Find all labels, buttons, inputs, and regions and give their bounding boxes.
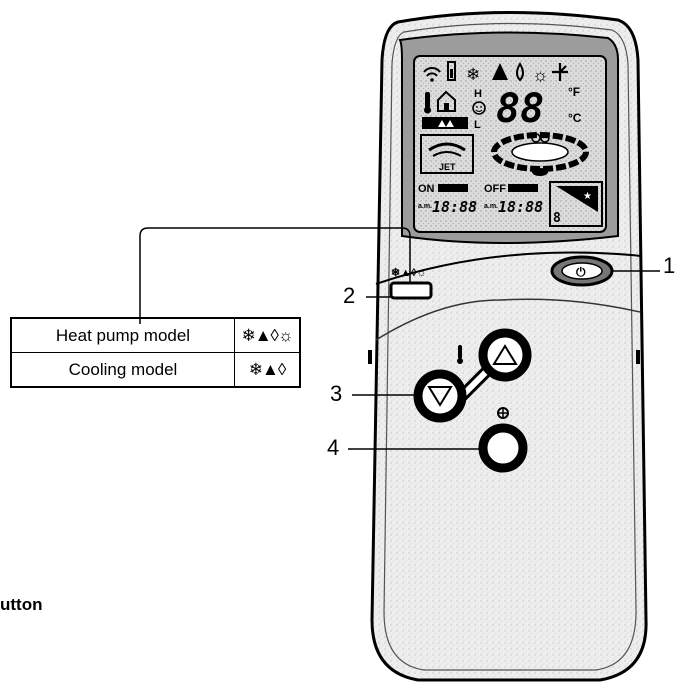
- model-mode-table: Heat pump model ❄▲◊☼ Cooling model ❄▲◊: [10, 317, 301, 388]
- mode-symbols-label: ❄▲◊☼: [391, 267, 427, 279]
- temperature-digits: 88: [496, 86, 544, 132]
- off-time: 18:88: [498, 198, 543, 216]
- table-row: Cooling model ❄▲◊: [10, 352, 301, 388]
- on-time: 18:88: [432, 198, 477, 216]
- temp-down-button[interactable]: [413, 369, 467, 423]
- lcd-left-icons: [422, 90, 468, 129]
- lcd-icon-row: ❄ ☼: [423, 61, 568, 85]
- leader-lines: [139, 227, 660, 450]
- callout-2: 2: [343, 283, 356, 308]
- hi-label: H: [474, 88, 482, 100]
- jet-label: JET: [439, 162, 456, 172]
- power-icon: ⏻: [576, 265, 586, 279]
- callout-1: 1: [663, 253, 675, 278]
- auto-mode-icon: [492, 63, 508, 80]
- signal-icon: [423, 67, 441, 73]
- mode-button[interactable]: [389, 281, 433, 300]
- swing-indicator: [422, 117, 468, 129]
- model-name-cell: Cooling model: [10, 352, 235, 388]
- jet-icon: JET: [420, 134, 474, 174]
- off-ampm: a.m.: [484, 203, 498, 210]
- table-row: Heat pump model ❄▲◊☼: [10, 317, 301, 353]
- fan-mode-icon: [552, 63, 568, 81]
- heat-mode-icon: ☼: [532, 65, 549, 85]
- thermometer-icon: [425, 92, 430, 108]
- mode-symbols-cell: ❄▲◊: [234, 352, 301, 388]
- sleep-indicator: [549, 181, 603, 227]
- cool-mode-icon: ❄: [466, 65, 480, 84]
- model-name-cell: Heat pump model: [10, 317, 235, 353]
- temp-button-group: [413, 328, 532, 423]
- smiley-icon: [472, 101, 486, 115]
- dry-mode-icon: [516, 62, 524, 82]
- table-leader-line: [139, 227, 411, 324]
- lo-label: L: [474, 119, 481, 131]
- up-arrow-icon: [492, 344, 518, 365]
- unit-c-label: °C: [568, 111, 582, 125]
- down-arrow-icon: [427, 386, 453, 407]
- mode-symbols-cell: ❄▲◊☼: [234, 317, 301, 353]
- fan-swirl-icon: [491, 132, 589, 176]
- timer-row: ON OFF a.m. 18:88 a.m. 18:88 ★ 8: [418, 181, 603, 227]
- off-label: OFF: [484, 183, 506, 195]
- battery-icon: [447, 61, 456, 81]
- fan-speed-button[interactable]: [478, 423, 528, 473]
- section-heading-fragment: utton: [0, 595, 43, 614]
- fan-code: 8: [553, 211, 561, 226]
- callout-4: 4: [327, 435, 340, 460]
- temp-up-button[interactable]: [478, 328, 532, 382]
- unit-f-label: °F: [568, 85, 580, 99]
- callout-3: 3: [330, 381, 343, 406]
- svg-text:★: ★: [583, 191, 592, 202]
- thermometer-small-icon: [458, 345, 462, 359]
- fan-level-icons: H L: [472, 88, 486, 131]
- on-ampm: a.m.: [418, 203, 432, 210]
- lower-shell-divider: [375, 251, 643, 285]
- on-label: ON: [418, 183, 435, 195]
